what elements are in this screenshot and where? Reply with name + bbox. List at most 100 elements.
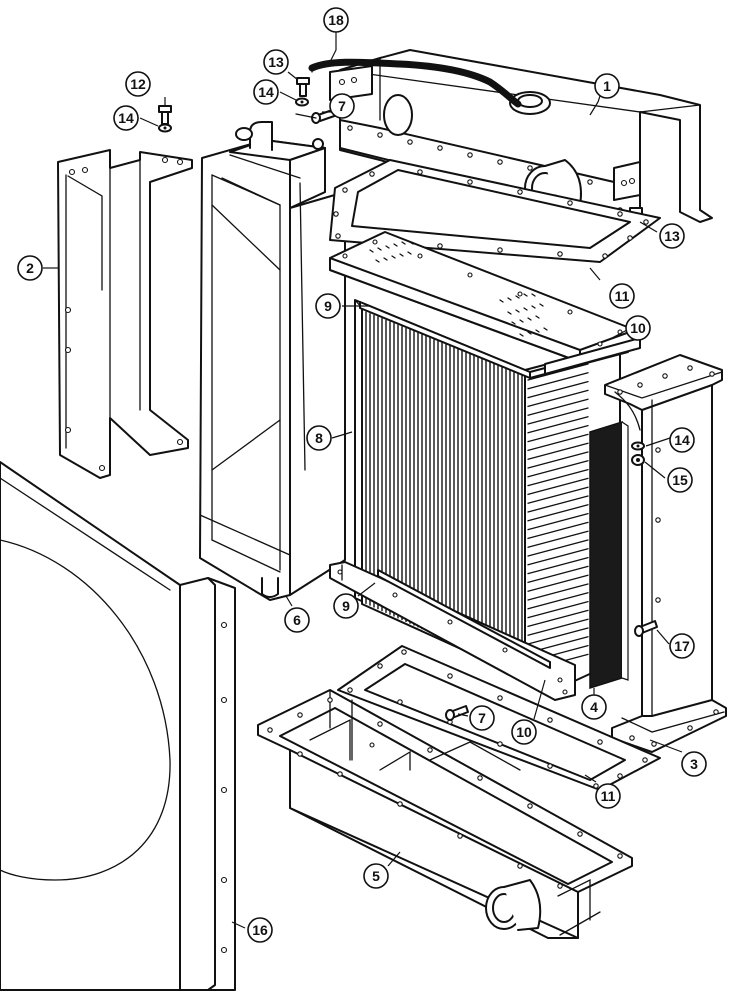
- core-side-fin: [527, 380, 589, 399]
- oil-cooler-tank: [199, 121, 346, 601]
- callout-14-top: 14: [253, 79, 279, 105]
- svg-text:10: 10: [516, 724, 532, 740]
- fan-shroud: [0, 461, 236, 991]
- core-side-fin: [527, 521, 589, 540]
- core-side-fin: [527, 592, 589, 610]
- svg-text:14: 14: [118, 110, 134, 126]
- svg-text:5: 5: [372, 868, 380, 884]
- callout-3: 3: [681, 751, 707, 777]
- core-side-fin: [527, 442, 589, 460]
- callout-10-lower: 10: [511, 719, 537, 745]
- core-side-fin: [527, 627, 589, 645]
- callout-1: 1: [594, 73, 620, 99]
- core-side-fin: [527, 539, 589, 557]
- core-side-fin: [527, 574, 589, 592]
- callout-5: 5: [363, 863, 389, 889]
- bottom-tank: [257, 689, 633, 939]
- core-side-fin: [527, 407, 589, 425]
- svg-text:9: 9: [324, 298, 332, 314]
- callout-12: 12: [125, 71, 151, 97]
- svg-text:15: 15: [672, 472, 688, 488]
- callout-7-top: 7: [329, 93, 355, 119]
- flange-gasket-upper: [329, 159, 661, 263]
- callouts: 1 2 3 4 5 6 7 7 8 9 9 10 10 11 11 12 13 …: [17, 7, 707, 943]
- callout-4: 4: [581, 694, 607, 720]
- svg-text:4: 4: [590, 699, 598, 715]
- core-side-fin: [527, 477, 589, 496]
- bolt-12: [158, 105, 172, 125]
- callout-9-top: 9: [315, 293, 341, 319]
- core-side-fin: [527, 416, 589, 434]
- nut-15: [631, 454, 645, 466]
- core-side-fin: [527, 504, 589, 522]
- core-side-fin: [527, 451, 589, 469]
- core-side-fin: [527, 530, 589, 548]
- svg-text:12: 12: [130, 76, 146, 92]
- callout-6: 6: [284, 607, 310, 633]
- core-side-fin: [527, 363, 589, 381]
- core-side-fin: [527, 486, 589, 504]
- callout-10-top: 10: [625, 315, 651, 341]
- core-side-fin: [527, 600, 589, 619]
- seal-pad: [589, 420, 629, 690]
- svg-text:14: 14: [258, 84, 274, 100]
- callout-8: 8: [306, 425, 332, 451]
- callout-2: 2: [17, 255, 43, 281]
- svg-text:13: 13: [268, 54, 284, 70]
- callout-7-lower: 7: [469, 705, 495, 731]
- core-side-fin: [527, 398, 589, 416]
- svg-text:17: 17: [674, 638, 690, 654]
- core-side-fin: [527, 424, 589, 443]
- svg-text:6: 6: [293, 612, 301, 628]
- callout-14-left: 14: [113, 105, 139, 131]
- svg-text:14: 14: [674, 432, 690, 448]
- callout-18: 18: [323, 7, 349, 33]
- callout-16: 16: [247, 917, 273, 943]
- core-side-fin: [527, 495, 589, 513]
- bolt-17: [634, 620, 658, 637]
- core-side-fin: [527, 609, 589, 628]
- callout-11-upper: 11: [609, 283, 635, 309]
- svg-text:13: 13: [664, 228, 680, 244]
- core-side-fin: [527, 618, 589, 636]
- core-side-fin: [527, 468, 589, 487]
- core-side-fin: [527, 433, 589, 452]
- callout-11-lower: 11: [595, 783, 621, 809]
- svg-text:1: 1: [603, 78, 611, 94]
- svg-text:8: 8: [315, 430, 323, 446]
- callout-13-right: 13: [659, 223, 685, 249]
- callout-9-lower: 9: [333, 593, 359, 619]
- core-side-fin: [527, 389, 589, 408]
- core-side-fin: [527, 460, 589, 478]
- svg-text:11: 11: [601, 788, 616, 804]
- svg-text:9: 9: [342, 598, 350, 614]
- svg-text:7: 7: [338, 98, 346, 114]
- bolt-7-lower: [445, 705, 469, 721]
- svg-text:16: 16: [252, 922, 268, 938]
- svg-text:10: 10: [630, 320, 646, 336]
- callout-17: 17: [669, 633, 695, 659]
- overflow-hose: [308, 58, 522, 108]
- top-tank-shroud: [329, 49, 713, 223]
- core-side-fin: [527, 556, 589, 575]
- core-side-fin: [527, 548, 589, 566]
- left-side-bracket: [57, 149, 193, 479]
- svg-text:3: 3: [690, 756, 698, 772]
- svg-text:7: 7: [478, 710, 486, 726]
- washer-14-top: [295, 97, 309, 107]
- bolt-13-top: [296, 77, 310, 97]
- callout-15: 15: [667, 467, 693, 493]
- svg-text:2: 2: [26, 260, 34, 276]
- callout-14-right: 14: [669, 427, 695, 453]
- washer-14-right: [631, 441, 645, 451]
- leader-lines: [43, 32, 683, 929]
- core-side-fin: [527, 372, 589, 390]
- svg-text:18: 18: [328, 12, 344, 28]
- washer-14-left: [158, 123, 172, 133]
- core-side-fin: [527, 512, 589, 531]
- core-side-fin: [527, 565, 589, 584]
- svg-text:11: 11: [615, 288, 630, 304]
- core-side-fin: [527, 583, 589, 601]
- callout-13-top: 13: [263, 49, 289, 75]
